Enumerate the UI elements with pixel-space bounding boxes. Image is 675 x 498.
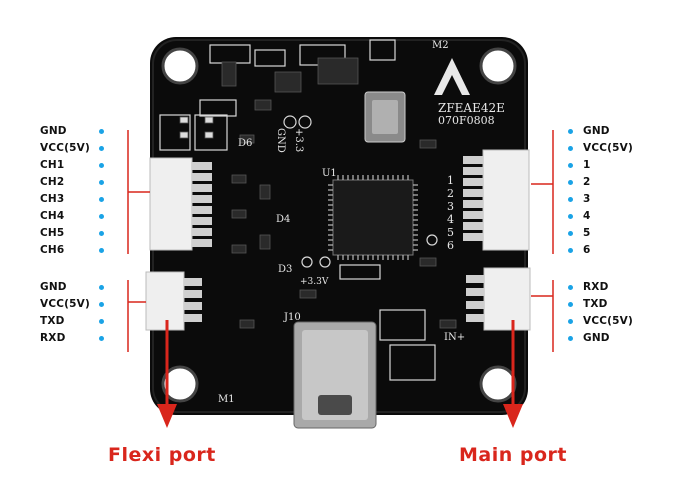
- pin-label-4: 4: [583, 210, 591, 222]
- silk-digit: 1: [447, 174, 454, 187]
- pin-dot: [99, 231, 104, 236]
- silk-d6: D6: [238, 138, 252, 149]
- mounting-hole-tr: [479, 47, 517, 85]
- brand-logo-icon: [434, 58, 470, 95]
- pin-dot: [99, 146, 104, 151]
- pin-brackets: [127, 130, 554, 352]
- silk-digit: 3: [447, 200, 454, 213]
- silk-digit: 2: [447, 187, 454, 200]
- pin-label-6: 6: [583, 244, 591, 256]
- pin-dot: [99, 180, 104, 185]
- pin-label-vcc-5v-: VCC(5V): [583, 142, 633, 154]
- pin-label-txd: TXD: [40, 315, 65, 327]
- pin-dot: [99, 248, 104, 253]
- pin-label-gnd: GND: [583, 332, 610, 344]
- pin-label-rxd: RXD: [583, 281, 609, 293]
- left-main-connector: [149, 157, 212, 251]
- silk-digit: 4: [447, 213, 454, 226]
- pin-label-3: 3: [583, 193, 591, 205]
- mounting-hole-br: [479, 365, 517, 403]
- mounting-hole-bl: [161, 365, 199, 403]
- pin-dot: [568, 302, 573, 307]
- silk-in: IN+: [444, 332, 465, 343]
- pin-dot: [568, 197, 573, 202]
- board-name-silk: ZFEAE42E: [438, 101, 505, 115]
- pin-dot: [99, 302, 104, 307]
- main-port-label: Main port: [459, 444, 567, 466]
- silk-gnd: GND: [275, 128, 286, 153]
- pin-dot: [99, 285, 104, 290]
- pin-label-ch5: CH5: [40, 227, 65, 239]
- pin-label-vcc-5v-: VCC(5V): [583, 315, 633, 327]
- main-port-arrow: [503, 320, 523, 428]
- pin-label-ch6: CH6: [40, 244, 65, 256]
- silk-d4: D4: [276, 214, 290, 225]
- pin-label-5: 5: [583, 227, 591, 239]
- pin-dot: [568, 129, 573, 134]
- silk-3v3: +3.3: [293, 128, 304, 152]
- silk-j10: J10: [283, 312, 301, 323]
- pin-label-ch1: CH1: [40, 159, 65, 171]
- silk-m1: M1: [218, 394, 235, 405]
- silk-digit: 6: [447, 239, 454, 252]
- silk-m2: M2: [432, 40, 449, 51]
- pin-dot: [99, 129, 104, 134]
- smd-components: [179, 57, 457, 329]
- pin-dot: [568, 248, 573, 253]
- pin-label-ch2: CH2: [40, 176, 65, 188]
- board-code-silk: 070F0808: [438, 114, 495, 127]
- right-flexi-connector: [466, 267, 531, 331]
- pin-label-gnd: GND: [40, 281, 67, 293]
- pin-label-rxd: RXD: [40, 332, 66, 344]
- pin-dot: [99, 319, 104, 324]
- pin-dot: [99, 197, 104, 202]
- silk-digit: 5: [447, 226, 454, 239]
- silk-d3: D3: [278, 264, 292, 275]
- left-flexi-connector: [145, 271, 202, 331]
- pin-dot: [568, 231, 573, 236]
- mounting-hole-tl: [161, 47, 199, 85]
- pin-dot: [568, 336, 573, 341]
- silk-u1: U1: [322, 168, 337, 179]
- flexi-port-arrow: [157, 320, 177, 428]
- pin-label-vcc-5v-: VCC(5V): [40, 298, 90, 310]
- pin-dot: [99, 163, 104, 168]
- pin-dot: [568, 319, 573, 324]
- silk-3v3b: +3.3V: [300, 277, 329, 287]
- pin-dot: [568, 146, 573, 151]
- pin-dot: [99, 214, 104, 219]
- pin-label-vcc-5v-: VCC(5V): [40, 142, 90, 154]
- pin-dot: [568, 163, 573, 168]
- pin-label-ch3: CH3: [40, 193, 65, 205]
- pin-label-gnd: GND: [40, 125, 67, 137]
- pin-label-ch4: CH4: [40, 210, 65, 222]
- silkscreen-outlines: [159, 39, 438, 381]
- pin-dot: [99, 336, 104, 341]
- microcontroller-u1: [328, 175, 418, 260]
- pin-dot: [568, 180, 573, 185]
- pin-dot: [568, 285, 573, 290]
- right-main-connector: [463, 149, 530, 251]
- usb-connector-j10: [293, 321, 377, 429]
- flexi-port-label: Flexi port: [108, 444, 216, 466]
- pin-label-1: 1: [583, 159, 591, 171]
- pin-label-txd: TXD: [583, 298, 608, 310]
- pin-label-2: 2: [583, 176, 591, 188]
- pin-dot: [568, 214, 573, 219]
- pin-label-gnd: GND: [583, 125, 610, 137]
